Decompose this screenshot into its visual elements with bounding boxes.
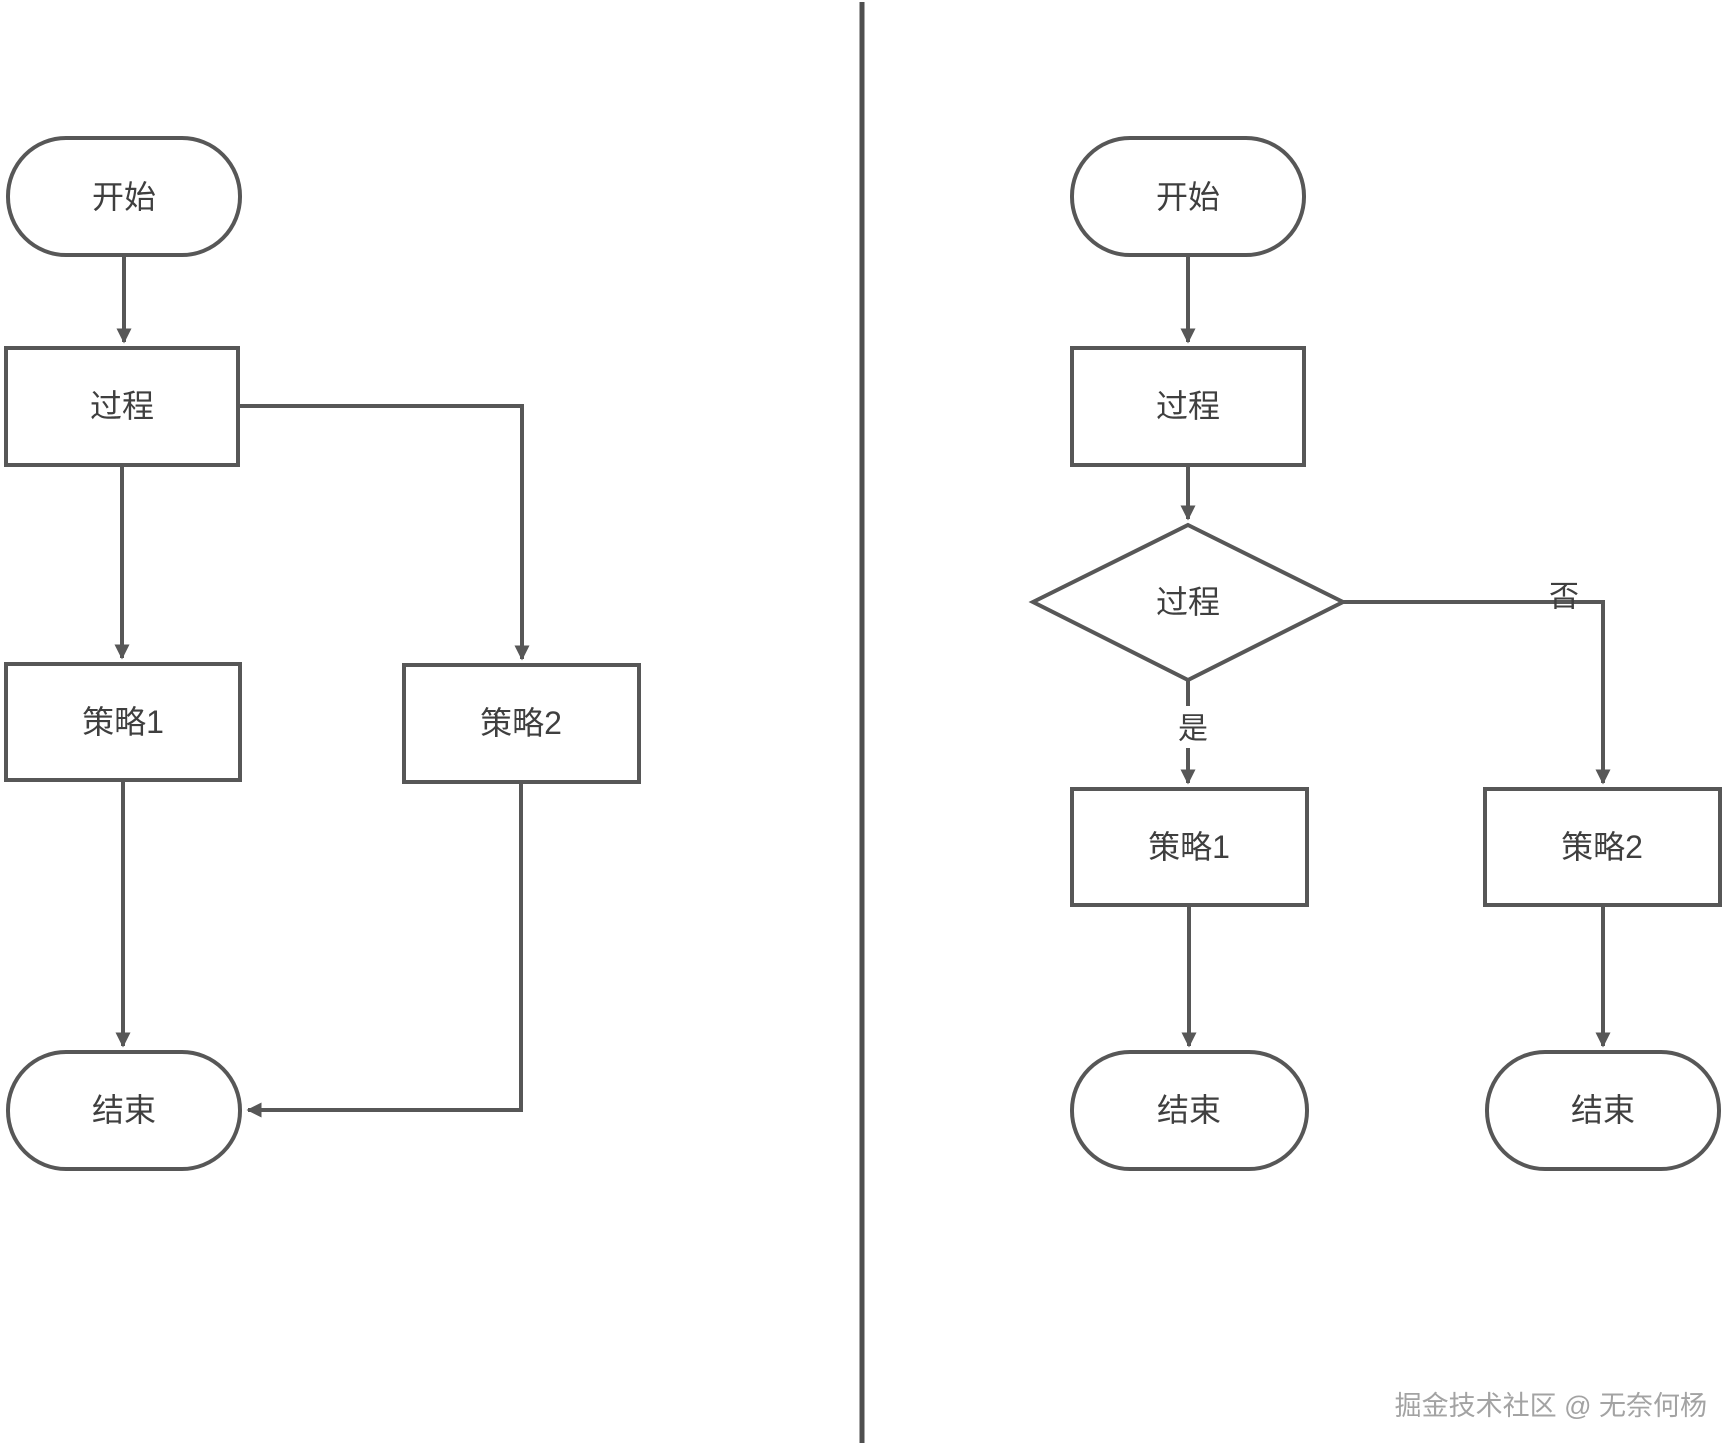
right-start-node <box>1070 136 1306 257</box>
right-yes-branch-label: 是 <box>1178 713 1208 746</box>
right-strategy2-label: 策略2 <box>1561 829 1643 865</box>
left-end-node <box>6 1050 242 1171</box>
right-process-label: 过程 <box>1156 388 1220 424</box>
right-strategy1-node <box>1070 787 1309 907</box>
left-start-label: 开始 <box>92 179 156 215</box>
left-edge-strategy2-end <box>246 784 523 1118</box>
right-edge-no-strategy2 <box>1343 600 1611 785</box>
left-strategy2-node <box>402 663 641 784</box>
right-end1-node <box>1070 1050 1309 1171</box>
right-decision-label: 过程 <box>1156 584 1220 620</box>
right-end1-label: 结束 <box>1157 1092 1221 1128</box>
left-end-label: 结束 <box>92 1092 156 1128</box>
watermark-text: 掘金技术社区 @ 无奈何杨 <box>1395 1391 1707 1421</box>
left-strategy1-node <box>4 662 242 782</box>
right-strategy2-node <box>1483 787 1722 907</box>
left-start-node <box>6 136 242 257</box>
right-strategy1-label: 策略1 <box>1148 829 1230 865</box>
left-flowchart: 开始 过程 策略1 策略2 结束 <box>4 136 641 1171</box>
left-strategy1-label: 策略1 <box>82 704 164 740</box>
right-end2-label: 结束 <box>1571 1092 1635 1128</box>
left-edge-process-strategy2 <box>238 404 530 661</box>
right-end2-node <box>1485 1050 1721 1171</box>
right-no-branch-label: 否 <box>1549 581 1579 614</box>
left-strategy2-label: 策略2 <box>480 705 562 741</box>
right-process-node <box>1070 346 1306 467</box>
right-flowchart: 开始 过程 过程 是 否 策略1 策略2 结束 结束 <box>1028 136 1722 1171</box>
left-process-label: 过程 <box>90 388 154 424</box>
right-start-label: 开始 <box>1156 179 1220 215</box>
left-process-node <box>4 346 240 467</box>
